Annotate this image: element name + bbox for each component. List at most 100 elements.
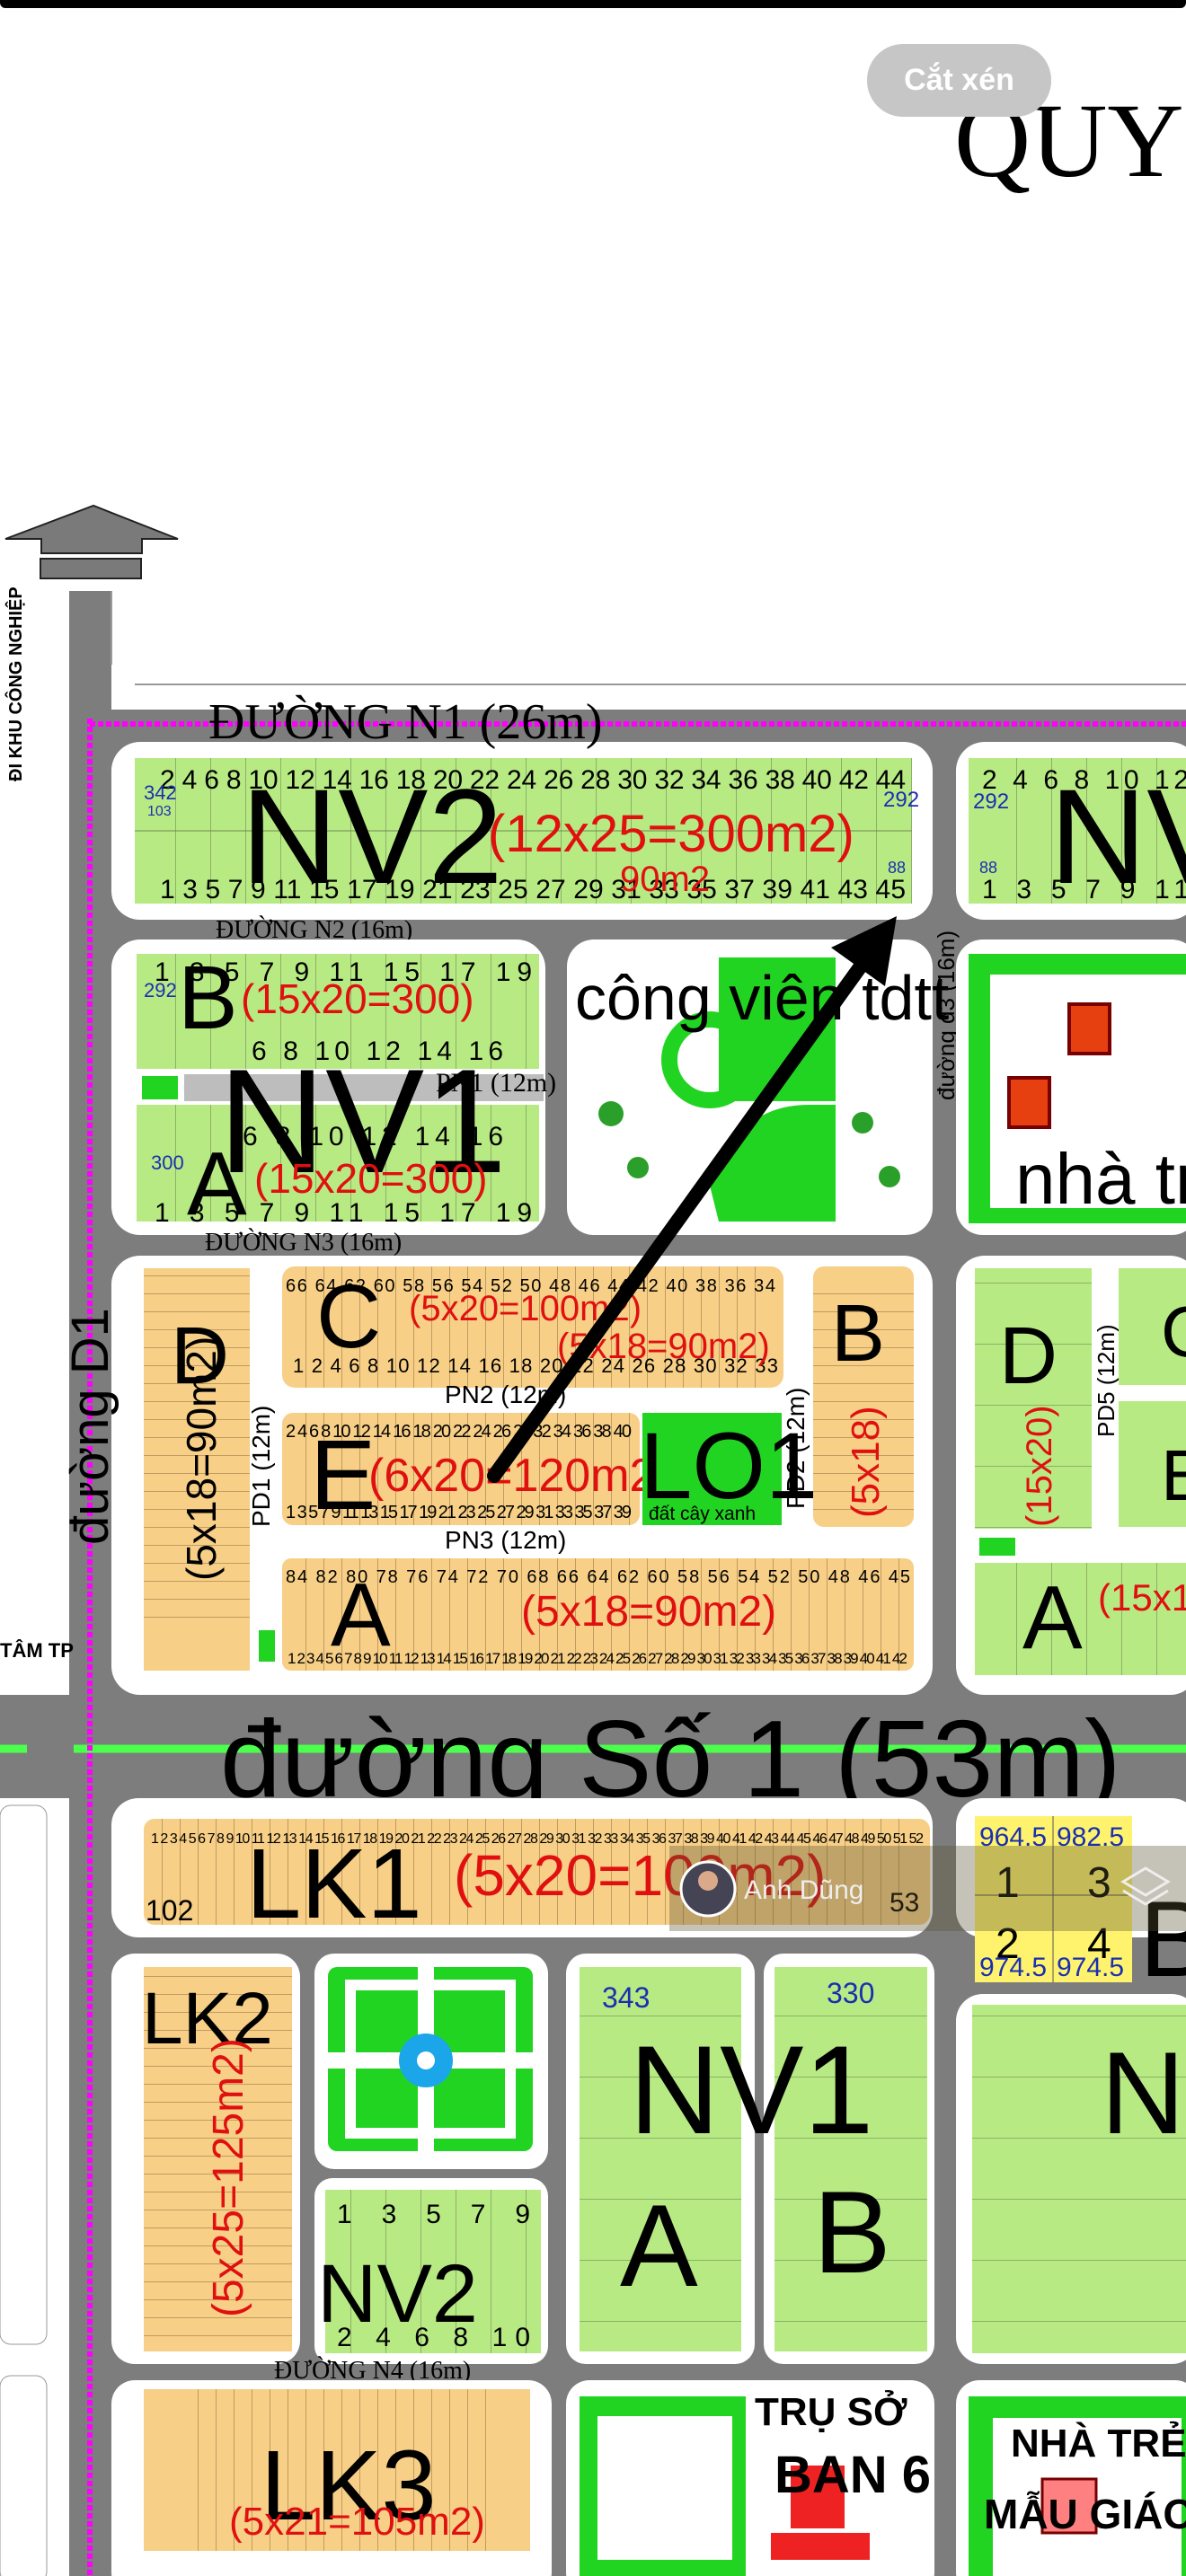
block-dims: (5x18=90m2) bbox=[178, 1337, 225, 1581]
area-value: 330 bbox=[827, 1977, 874, 2009]
block-dims: (15x20=300) bbox=[254, 1155, 488, 1202]
block-label: LK3 bbox=[261, 2430, 437, 2541]
block-dims: (15x20) bbox=[1020, 1405, 1059, 1527]
street-n1: ĐƯỜNG N1 (26m) bbox=[208, 693, 603, 750]
green-land-label: đất cây xanh bbox=[649, 1504, 756, 1524]
block-label: NV1 bbox=[629, 2019, 873, 2160]
crop-button[interactable]: Cắt xén bbox=[867, 44, 1051, 117]
lot-row: 1 2 3 4 5 6 7 8 9 10 11 12 13 14 15 16 1… bbox=[288, 1650, 907, 1667]
area-value: 343 bbox=[602, 1981, 650, 2014]
block-dims: (15x19 bbox=[1098, 1576, 1186, 1619]
upper-verge bbox=[111, 591, 1186, 710]
north-arrow-icon bbox=[4, 504, 179, 579]
block-b-right-bottom[interactable]: 964.5 982.5 1 3 2 4 974.5 974.5 B bbox=[956, 1798, 1186, 1999]
area-value: 342 bbox=[144, 781, 177, 804]
street-d1: đường D1 bbox=[61, 1308, 119, 1545]
block-label-c: C bbox=[316, 1266, 381, 1367]
street-n2: ĐƯỜNG N2 (16m) bbox=[216, 916, 412, 944]
block-kindergarten[interactable]: NHÀ TRẺ MẪU GIÁO bbox=[956, 2380, 1186, 2576]
lot-row: 84 82 80 78 76 74 72 70 68 66 64 62 60 5… bbox=[286, 1567, 910, 1587]
lot-row-top: 2 4 6 8 10 12 14 16 18 20 22 24 26 28 30… bbox=[160, 765, 906, 795]
block-label: NV1 bbox=[218, 1038, 507, 1204]
block-label: B bbox=[1139, 1879, 1186, 1999]
sub-block-label: B bbox=[178, 948, 238, 1048]
area-value: 300 bbox=[151, 1151, 184, 1174]
street-d3: đường d3 (16m) bbox=[933, 931, 960, 1100]
lot-number: 3 bbox=[1087, 1859, 1111, 1907]
park-tdtt[interactable]: công viên tdtt bbox=[567, 940, 949, 1235]
street-pn1: PN1 (12m) bbox=[436, 1068, 556, 1098]
area-value: 974.5 bbox=[979, 1953, 1047, 1982]
block-nv1-top[interactable]: 1 3 5 7 9 11 15 17 19 6 8 10 12 14 16 6 … bbox=[111, 940, 556, 1235]
user-name: Anh Dũng bbox=[744, 1875, 863, 1905]
lot-number: 1 bbox=[996, 1859, 1020, 1907]
block-label-e: E bbox=[1161, 1435, 1186, 1515]
nursery-label: nhà tr bbox=[1015, 1139, 1186, 1219]
lot-number: 2 bbox=[996, 1920, 1020, 1968]
block-label-d: D bbox=[999, 1311, 1058, 1401]
lot-row: 6 8 10 12 14 16 bbox=[243, 1122, 503, 1151]
lot-row: 1 2 4 6 8 10 12 14 16 18 20 22 24 26 28 … bbox=[293, 1354, 778, 1377]
lot-number: 102 bbox=[146, 1894, 193, 1927]
kindergarten-label: MẪU GIÁO bbox=[984, 2491, 1186, 2537]
lot-row: 1 2 3 4 5 6 7 8 9 10 11 12 13 14 15 16 1… bbox=[151, 1831, 924, 1847]
area-value: 982.5 bbox=[1057, 1822, 1124, 1852]
block-label: N bbox=[1101, 2027, 1185, 2158]
block-label-a: A bbox=[331, 1565, 391, 1665]
street-pd5: PD5 (12m) bbox=[1093, 1324, 1120, 1437]
area-value: 974.5 bbox=[1057, 1953, 1124, 1982]
block-nv2-top[interactable]: 2 4 6 8 10 12 14 16 18 20 22 24 26 28 30… bbox=[111, 742, 933, 920]
block-n-right[interactable]: N bbox=[956, 1994, 1186, 2364]
office-label: TRỤ SỞ bbox=[755, 2388, 907, 2434]
lot-row: 6 8 10 12 14 16 bbox=[252, 1037, 503, 1066]
lot-number: 4 bbox=[1087, 1920, 1111, 1968]
layers-icon[interactable] bbox=[1120, 1866, 1171, 1906]
block-label-b: B bbox=[831, 1289, 885, 1379]
area-value: 292 bbox=[973, 790, 1009, 814]
block-lk3[interactable]: LK3 (5x21=105m2) bbox=[111, 2380, 552, 2576]
street-n4: ĐƯỜNG N4 (16m) bbox=[274, 2357, 471, 2385]
block-right-middle[interactable]: D (15x20) PD5 (12m) C E A (15x19 bbox=[956, 1256, 1186, 1695]
block-label-lo1: LO1 bbox=[640, 1414, 818, 1519]
lot-row: 2 4 6 8 10 12 14 16 18 20 22 24 26 28 32… bbox=[286, 1422, 632, 1442]
block-dims: (6x20=120m2) bbox=[368, 1450, 671, 1502]
block-nv1-bottom[interactable]: 343 330 NV1 A B bbox=[566, 1954, 934, 2364]
direction-label: ĐI KHU CÔNG NGHIỆP bbox=[4, 587, 26, 781]
kindergarten-label: NHÀ TRẺ bbox=[1011, 2421, 1186, 2466]
lot-row: 1 3 5 7 9 bbox=[337, 2200, 530, 2229]
block-lk2[interactable]: LK2 (5x25=125m2) bbox=[111, 1954, 300, 2364]
street-pd2: PD2 (12m) bbox=[782, 1388, 810, 1509]
block-middle[interactable]: D (5x18=90m2) PD1 (12m) 66 64 62 60 58 5… bbox=[111, 1256, 933, 1695]
block-dims: (12x25=300m2) bbox=[488, 805, 854, 863]
user-tag-overlay[interactable]: Anh Dũng bbox=[669, 1846, 1186, 1931]
area-value: 88 bbox=[979, 859, 997, 877]
block-nursery-top[interactable]: nhà tr bbox=[956, 940, 1186, 1235]
block-label-a: A bbox=[1022, 1567, 1083, 1668]
lot-number: 53 bbox=[890, 1888, 919, 1918]
park-square[interactable] bbox=[314, 1954, 548, 2169]
block-dims: (5x25=125m2) bbox=[205, 2038, 252, 2317]
block-sub: 90m2 bbox=[620, 860, 710, 899]
lot-row: 1 3 5 7 9 11 13 15 17 19 21 23 25 27 29 … bbox=[286, 1503, 632, 1522]
block-lk1[interactable]: 1 2 3 4 5 6 7 8 9 10 11 12 13 14 15 16 1… bbox=[111, 1798, 933, 1939]
area-value: 292 bbox=[883, 788, 919, 812]
lot-row-bottom: 1 3 5 7 9 11 15 17 19 21 23 25 27 29 31 … bbox=[160, 875, 906, 904]
block-dims: (5x18=90m2) bbox=[521, 1588, 776, 1636]
street-pn3: PN3 (12m) bbox=[445, 1526, 566, 1554]
block-dims: (15x20=300) bbox=[241, 975, 474, 1022]
area-value: 103 bbox=[147, 804, 172, 819]
block-nv2-bottom[interactable]: 1 3 5 7 9 2 4 6 8 10 NV2 bbox=[314, 2178, 548, 2364]
block-label: LK1 bbox=[246, 1829, 422, 1939]
block-label: NV2 bbox=[317, 2248, 478, 2340]
park-label: công viên tdtt bbox=[575, 963, 949, 1033]
area-value: 964.5 bbox=[979, 1822, 1047, 1852]
block-dims: (5x21=105m2) bbox=[229, 2500, 485, 2544]
area-value: 292 bbox=[144, 979, 177, 1001]
street-n3: ĐƯỜNG N3 (16m) bbox=[205, 1229, 402, 1257]
block-office[interactable]: TRỤ SỞ BAN 6 bbox=[566, 2380, 934, 2576]
block-nv-right[interactable]: 2 4 6 8 10 12 1 3 5 7 9 11 NV 292 88 bbox=[956, 742, 1186, 920]
block-dims: (5x18) bbox=[844, 1406, 888, 1518]
block-label: NV2 bbox=[241, 761, 503, 912]
block-dims: (5x20=100m2) bbox=[454, 1843, 826, 1908]
